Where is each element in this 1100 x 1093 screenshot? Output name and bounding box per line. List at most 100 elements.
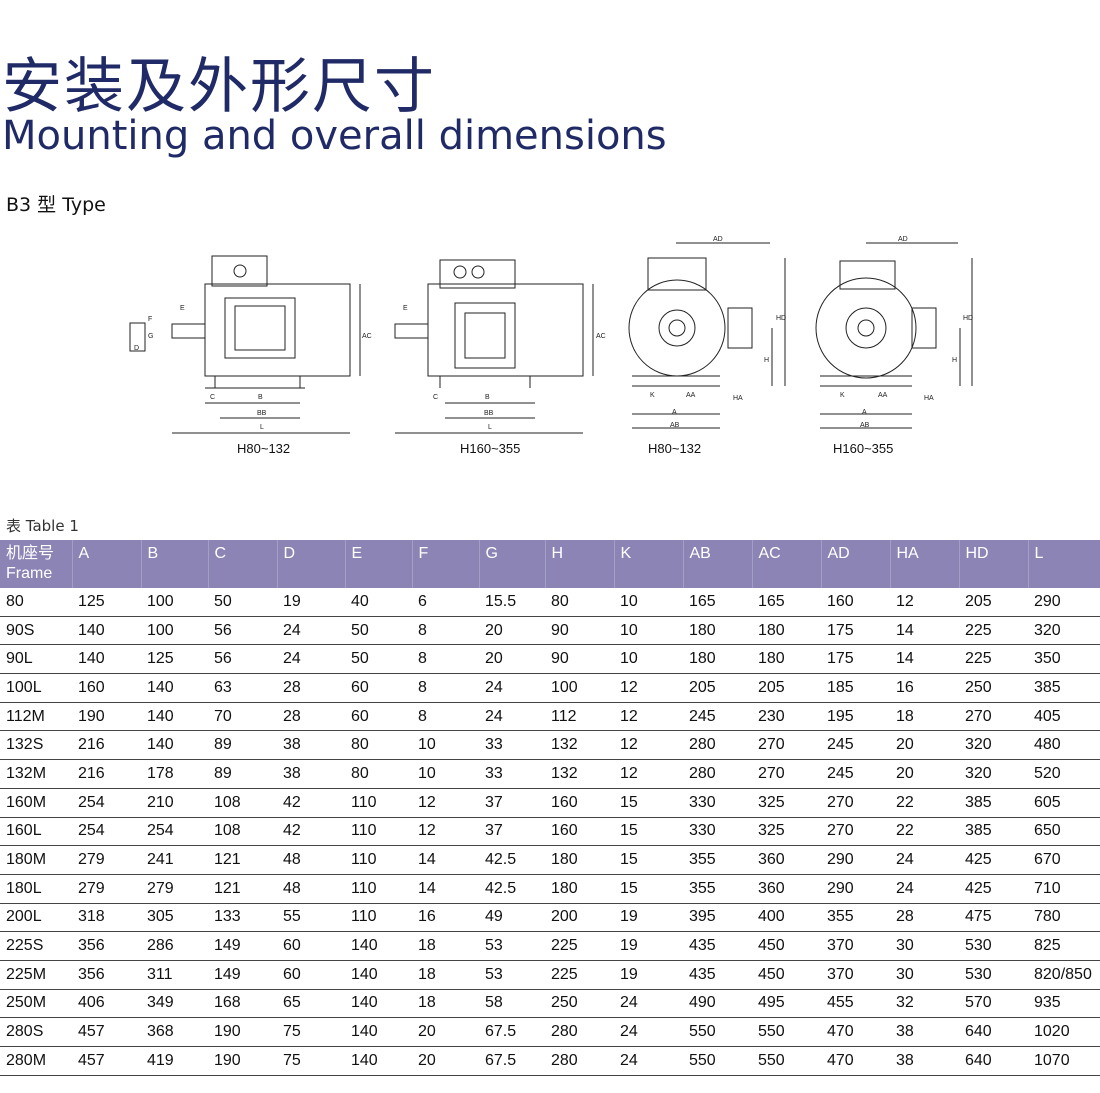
- value-cell: 230: [752, 702, 821, 732]
- value-cell: 65: [277, 989, 345, 1019]
- value-cell: 140: [345, 1017, 412, 1047]
- column-header: B: [140, 540, 208, 588]
- column-header: K: [613, 540, 683, 588]
- value-cell: 280: [545, 1046, 614, 1076]
- drawing-caption-2: H160~355: [460, 441, 521, 456]
- drawing-caption-3: H80~132: [648, 441, 702, 456]
- table-label: 表 Table 1: [6, 517, 79, 535]
- value-cell: 12: [890, 588, 959, 617]
- value-cell: 24: [479, 702, 545, 732]
- value-cell: 330: [683, 817, 752, 847]
- value-cell: 385: [959, 817, 1028, 847]
- value-cell: 305: [141, 903, 208, 933]
- type-label: B3 型 Type: [6, 194, 106, 216]
- value-cell: 24: [277, 644, 345, 675]
- value-cell: 40: [345, 588, 412, 617]
- value-cell: 140: [141, 730, 208, 761]
- value-cell: 42.5: [479, 845, 545, 875]
- dim-label-ha2: HA: [924, 395, 934, 402]
- value-cell: 8: [412, 673, 479, 703]
- value-cell: 89: [208, 730, 277, 761]
- value-cell: 368: [141, 1017, 208, 1047]
- value-cell: 133: [208, 903, 277, 933]
- dim-label-ad: AD: [713, 236, 723, 243]
- value-cell: 90: [545, 644, 614, 675]
- value-cell: 30: [890, 931, 959, 961]
- value-cell: 1070: [1028, 1046, 1100, 1076]
- dim-label-l2: L: [488, 424, 492, 431]
- value-cell: 650: [1028, 817, 1100, 847]
- value-cell: 12: [412, 788, 479, 818]
- value-cell: 12: [614, 759, 683, 789]
- value-cell: 100: [141, 616, 208, 646]
- value-cell: 270: [821, 788, 890, 818]
- value-cell: 160: [821, 588, 890, 617]
- value-cell: 250: [545, 989, 614, 1019]
- value-cell: 58: [479, 989, 545, 1019]
- value-cell: 195: [821, 702, 890, 732]
- value-cell: 20: [890, 730, 959, 761]
- value-cell: 50: [345, 644, 412, 675]
- column-header: D: [276, 540, 345, 588]
- value-cell: 132: [545, 759, 614, 789]
- value-cell: 12: [412, 817, 479, 847]
- value-cell: 160: [72, 673, 141, 703]
- dim-label-h2: H: [952, 357, 957, 364]
- drawing-end-small: AD HD H HA K AA A AB: [628, 236, 786, 429]
- value-cell: 10: [614, 644, 683, 675]
- value-cell: 450: [752, 931, 821, 961]
- value-cell: 320: [959, 759, 1028, 789]
- value-cell: 20: [412, 1046, 479, 1076]
- value-cell: 270: [821, 817, 890, 847]
- frame-cell: 90L: [0, 644, 72, 675]
- value-cell: 14: [412, 874, 479, 904]
- value-cell: 100: [141, 588, 208, 617]
- value-cell: 33: [479, 730, 545, 761]
- value-cell: 121: [208, 845, 277, 875]
- value-cell: 10: [412, 730, 479, 761]
- value-cell: 279: [72, 874, 141, 904]
- value-cell: 15.5: [479, 588, 545, 617]
- value-cell: 14: [890, 644, 959, 675]
- value-cell: 24: [890, 845, 959, 875]
- value-cell: 55: [277, 903, 345, 933]
- dim-label-ac: AC: [362, 333, 372, 340]
- value-cell: 38: [277, 730, 345, 761]
- value-cell: 640: [959, 1046, 1028, 1076]
- frame-cell: 160M: [0, 788, 72, 818]
- value-cell: 33: [479, 759, 545, 789]
- dim-label-h: H: [764, 357, 769, 364]
- value-cell: 400: [752, 903, 821, 933]
- value-cell: 330: [683, 788, 752, 818]
- value-cell: 90: [545, 616, 614, 646]
- value-cell: 48: [277, 845, 345, 875]
- value-cell: 385: [959, 788, 1028, 818]
- value-cell: 225: [545, 931, 614, 961]
- value-cell: 490: [683, 989, 752, 1019]
- dim-label-a2: A: [862, 409, 867, 416]
- value-cell: 56: [208, 616, 277, 646]
- value-cell: 60: [277, 931, 345, 961]
- value-cell: 670: [1028, 845, 1100, 875]
- value-cell: 53: [479, 960, 545, 990]
- dim-label-bb2: BB: [484, 410, 494, 417]
- value-cell: 24: [614, 1017, 683, 1047]
- value-cell: 180: [545, 874, 614, 904]
- value-cell: 60: [345, 673, 412, 703]
- value-cell: 1020: [1028, 1017, 1100, 1047]
- value-cell: 190: [72, 702, 141, 732]
- dim-label-ha: HA: [733, 395, 743, 402]
- value-cell: 406: [72, 989, 141, 1019]
- dim-label-hd2: HD: [963, 315, 973, 322]
- value-cell: 820/850: [1028, 960, 1100, 990]
- value-cell: 75: [277, 1046, 345, 1076]
- value-cell: 350: [1028, 644, 1100, 675]
- dim-label-g: G: [148, 333, 153, 340]
- value-cell: 425: [959, 845, 1028, 875]
- value-cell: 180: [752, 644, 821, 675]
